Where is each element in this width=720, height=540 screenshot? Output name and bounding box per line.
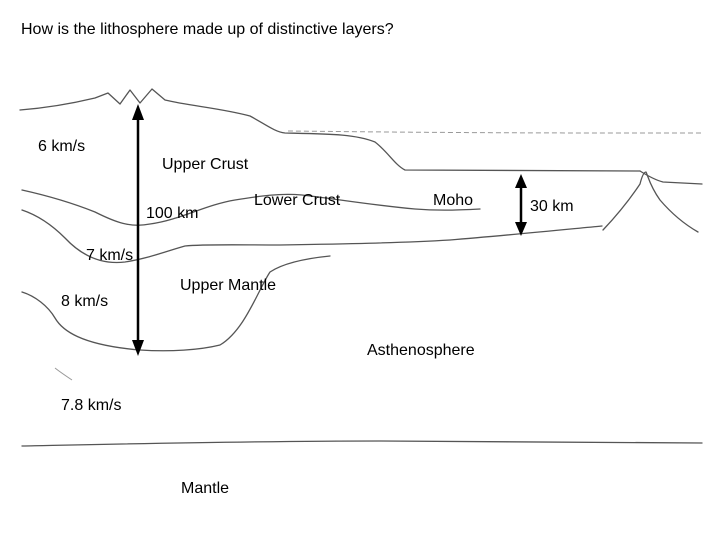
upper-mantle-label: Upper Mantle [180, 277, 277, 294]
upper-crust-label: Upper Crust [162, 156, 249, 173]
arrowhead-bottom-30km [515, 222, 527, 236]
faint-trace [54, 367, 73, 381]
surface-line [19, 88, 641, 172]
depth-100km-label: 100 km [146, 205, 199, 222]
question-title: How is the lithosphere made up of distin… [21, 21, 394, 38]
depth-30km-label: 30 km [530, 198, 574, 215]
velocity-7-label: 7 km/s [86, 247, 134, 264]
lower-crust-label: Lower Crust [254, 192, 341, 209]
moho-line [21, 209, 603, 264]
mid-ocean-ridge [602, 171, 699, 233]
asthenosphere-base-line [21, 440, 703, 447]
arrowhead-top-30km [515, 174, 527, 188]
asthenosphere-label: Asthenosphere [367, 342, 475, 359]
moho-label: Moho [433, 192, 474, 209]
velocity-6-label: 6 km/s [38, 138, 86, 155]
velocity-7-8-label: 7.8 km/s [61, 397, 122, 414]
arrowhead-top-100km [132, 104, 144, 120]
upper-lower-crust-boundary [21, 189, 481, 226]
sea-surface [287, 130, 702, 134]
lower-lithosphere-boundary [21, 255, 331, 352]
mantle-label: Mantle [181, 480, 230, 497]
arrowhead-bottom-100km [132, 340, 144, 356]
ocean-floor-right [639, 170, 703, 185]
velocity-8-label: 8 km/s [61, 293, 109, 310]
